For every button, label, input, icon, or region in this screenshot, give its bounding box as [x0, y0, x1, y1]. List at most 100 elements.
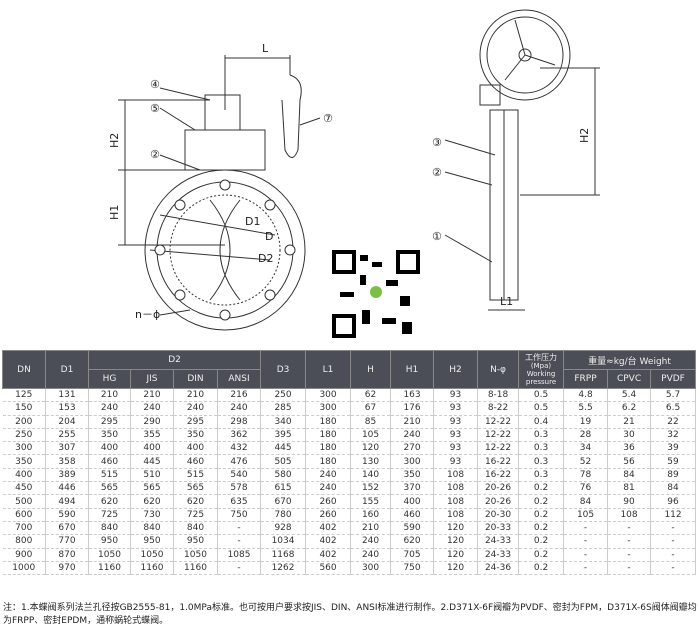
table-cell: 120 [433, 561, 479, 576]
table-cell: 350 [88, 428, 131, 443]
table-cell: 24-33 [477, 548, 520, 562]
footnote: 注：1.本蝶阀系列法兰孔径按GB2555-81，1.0MPa标准。也可按用户要求… [3, 603, 697, 626]
table-cell: 240 [173, 401, 218, 416]
table-cell: 0.3 [518, 454, 565, 469]
table-cell: 108 [433, 494, 479, 509]
header-frpp: FRPP [563, 369, 609, 389]
table-cell: 615 [260, 481, 307, 496]
table-cell: - [563, 561, 609, 576]
table-cell: 67 [350, 401, 392, 416]
header-dn: DN [2, 350, 46, 389]
header-cpvc: CPVC [607, 369, 652, 389]
table-cell: 24-33 [477, 534, 520, 549]
table-cell: 6.5 [650, 401, 697, 416]
table-cell: 250 [260, 388, 307, 403]
pressure-unit: (Mpa) [530, 361, 552, 370]
table-cell: 210 [130, 388, 174, 403]
table-cell: 500 [2, 494, 46, 509]
table-cell: 950 [88, 534, 131, 549]
table-cell: 210 [88, 388, 131, 403]
table-cell: 1168 [260, 548, 307, 562]
table-cell: - [217, 521, 262, 536]
table-cell: 240 [305, 481, 352, 496]
table-cell: 204 [45, 415, 89, 429]
table-cell: 635 [217, 494, 262, 509]
table-cell: 16-22 [477, 468, 520, 483]
table-cell: 460 [88, 454, 131, 469]
table-cell: 28 [563, 428, 609, 443]
label-D2: D2 [258, 252, 273, 265]
table-cell: 300 [350, 561, 392, 576]
table-cell: 725 [173, 508, 218, 522]
table-cell: 1262 [260, 561, 307, 576]
table-cell: 150 [2, 401, 46, 416]
table-cell: - [563, 534, 609, 549]
table-cell: - [650, 548, 697, 562]
table-cell: - [607, 534, 652, 549]
table-cell: 0.3 [518, 468, 565, 483]
table-cell: 5.5 [563, 401, 609, 416]
table-cell: 120 [433, 548, 479, 562]
table-cell: 400 [130, 441, 174, 456]
label-part-2: ② [150, 148, 160, 161]
table-cell: 670 [260, 494, 307, 509]
table-cell: 400 [390, 494, 435, 509]
table-cell: 295 [173, 415, 218, 429]
table-cell: 180 [305, 454, 352, 469]
table-cell: 90 [607, 494, 652, 509]
header-l1: L1 [305, 350, 352, 389]
table-cell: 565 [130, 481, 174, 496]
table-cell: 5.4 [607, 388, 652, 403]
table-cell: 140 [350, 468, 392, 483]
table-cell: 870 [45, 548, 89, 562]
table-cell: 130 [350, 454, 392, 469]
table-cell: 730 [130, 508, 174, 522]
table-cell: 620 [88, 494, 131, 509]
table-cell: 76 [563, 481, 609, 496]
table-cell: 22 [650, 415, 697, 429]
table-cell: 840 [173, 521, 218, 536]
header-din: DIN [173, 369, 218, 389]
table-cell: 24-36 [477, 561, 520, 576]
table-cell: 705 [390, 548, 435, 562]
table-cell: 295 [88, 415, 131, 429]
table-cell: 20-26 [477, 494, 520, 509]
table-cell: 78 [563, 468, 609, 483]
table-cell: 93 [433, 454, 479, 469]
table-cell: 39 [650, 441, 697, 456]
table-cell: - [563, 521, 609, 536]
table-cell: 210 [390, 415, 435, 429]
table-cell: 298 [217, 415, 262, 429]
table-cell: 93 [433, 401, 479, 416]
table-cell: 300 [305, 401, 352, 416]
table-cell: 450 [2, 481, 46, 496]
table-cell: 402 [305, 521, 352, 536]
table-cell: 840 [88, 521, 131, 536]
table-cell: 270 [390, 441, 435, 456]
table-cell: 515 [88, 468, 131, 483]
table-cell: 84 [563, 494, 609, 509]
table-cell: 210 [350, 521, 392, 536]
table-cell: 19 [563, 415, 609, 429]
table-cell: 1050 [130, 548, 174, 562]
table-cell: 105 [350, 428, 392, 443]
table-cell: 565 [88, 481, 131, 496]
table-cell: - [650, 521, 697, 536]
table-cell: 12-22 [477, 441, 520, 456]
table-cell: 362 [217, 428, 262, 443]
table-cell: 370 [390, 481, 435, 496]
table-cell: 5.7 [650, 388, 697, 403]
table-cell: 1000 [2, 561, 46, 576]
label-D1: D1 [245, 215, 260, 228]
table-cell: 540 [217, 468, 262, 483]
table-cell: 750 [217, 508, 262, 522]
table-cell: 52 [563, 454, 609, 469]
table-cell: - [650, 561, 697, 576]
label-part-4: ④ [150, 78, 160, 91]
